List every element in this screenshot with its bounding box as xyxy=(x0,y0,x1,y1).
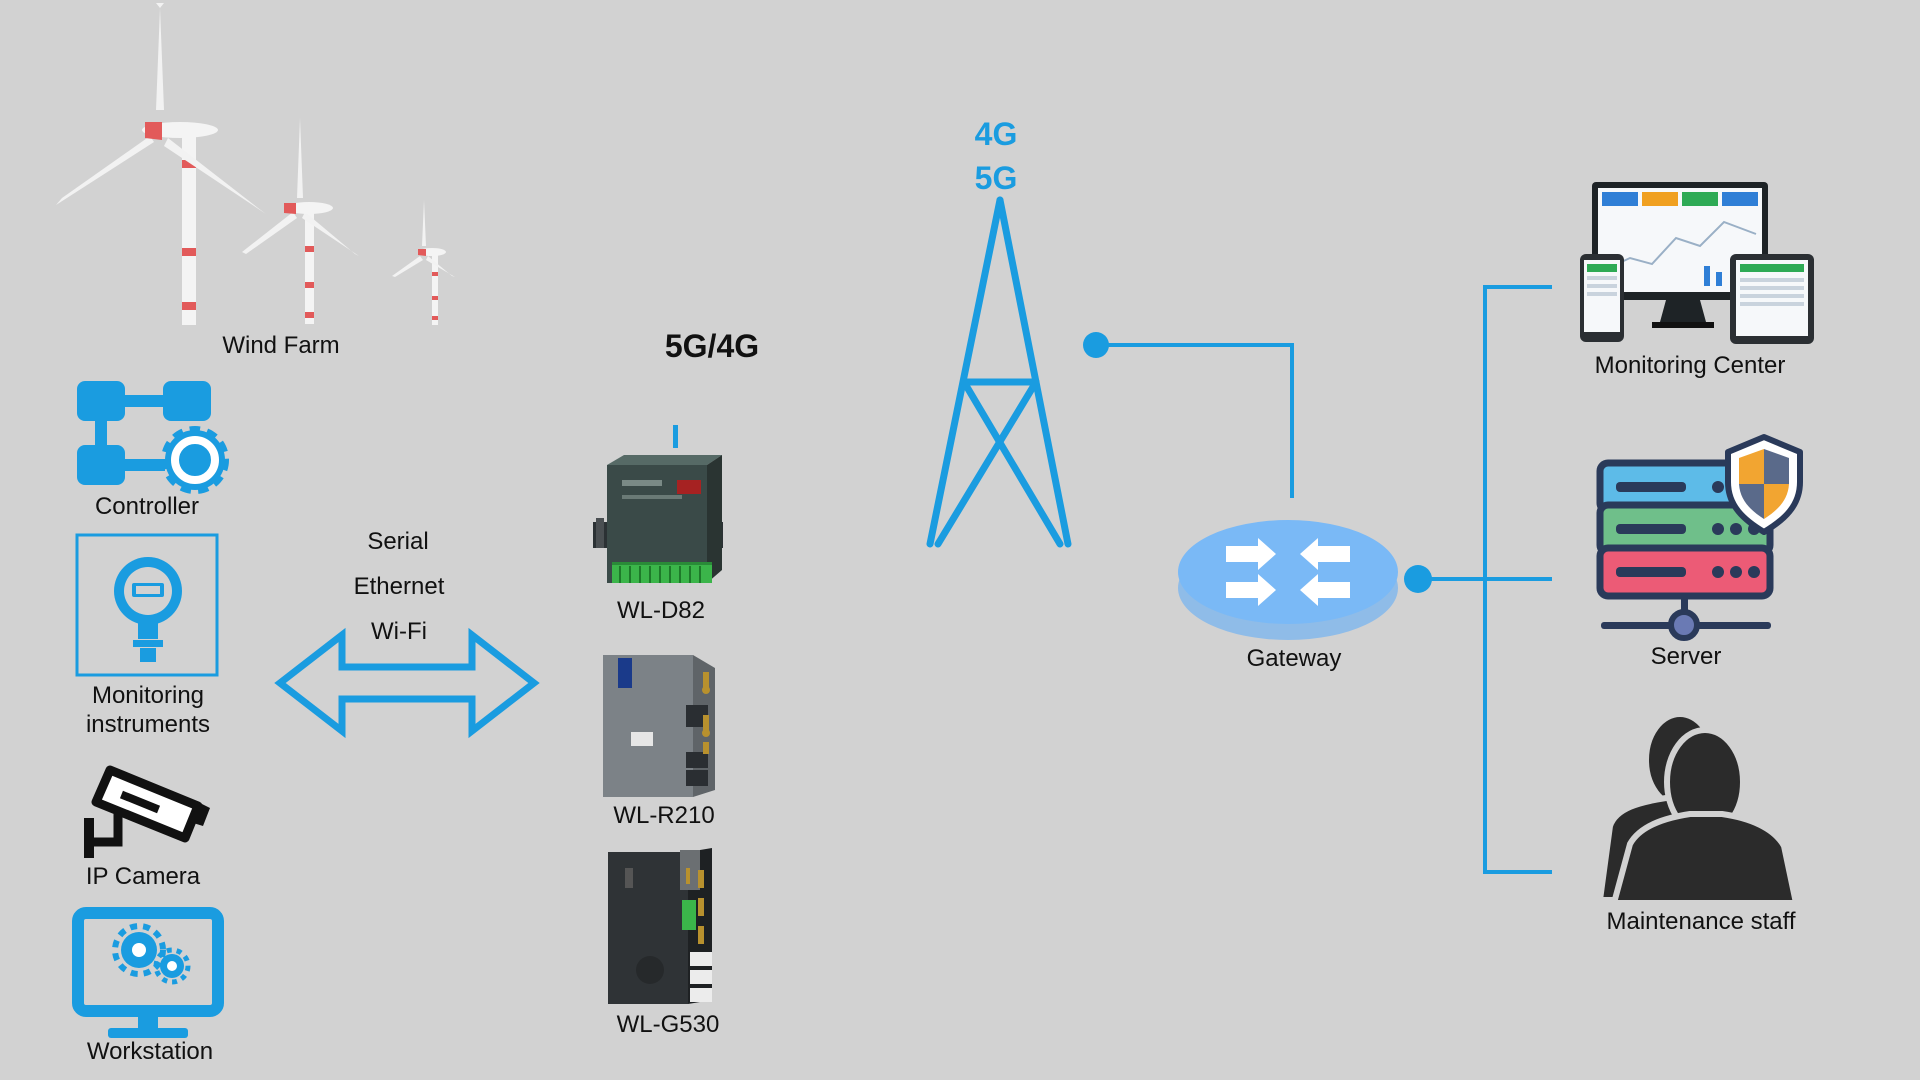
network-4g-label: 4G xyxy=(974,116,1018,152)
gateway-label: Gateway xyxy=(1246,645,1342,672)
dashboard-devices-icon xyxy=(1580,182,1814,344)
ip-camera-label: IP Camera xyxy=(85,863,201,890)
wind-farm-label: Wind Farm xyxy=(222,332,340,359)
monitoring-instruments-label: Monitoring instruments xyxy=(85,682,211,738)
cell-tower-icon xyxy=(926,196,1072,548)
controller-icon xyxy=(77,381,229,494)
server-label: Server xyxy=(1650,643,1722,670)
gateway-bus-link xyxy=(1404,565,1483,593)
uplink-label: 5G/4G xyxy=(664,328,760,364)
router-device-icon xyxy=(593,425,723,583)
ip-camera-icon xyxy=(84,765,210,858)
wl-d82-label: WL-D82 xyxy=(616,597,706,624)
ethernet-label: Ethernet xyxy=(353,573,445,600)
network-5g-label: 5G xyxy=(974,160,1018,196)
people-icon xyxy=(1596,711,1800,906)
router-device-icon xyxy=(608,848,712,1004)
wl-r210-label: WL-R210 xyxy=(613,802,715,829)
shield-icon xyxy=(1725,434,1803,535)
workstation-label: Workstation xyxy=(86,1038,214,1065)
router-device-icon xyxy=(603,655,715,797)
workstation-monitor-icon xyxy=(72,907,224,1038)
double-arrow-icon xyxy=(274,627,540,739)
wl-g530-label: WL-G530 xyxy=(616,1011,720,1038)
maintenance-staff-label: Maintenance staff xyxy=(1606,908,1796,935)
controller-label: Controller xyxy=(94,493,200,520)
wind-turbine-icon xyxy=(56,3,455,325)
network-bus xyxy=(1483,285,1552,874)
pressure-gauge-icon xyxy=(75,533,219,677)
tower-gateway-link xyxy=(1083,332,1294,498)
wifi-label: Wi-Fi xyxy=(371,618,427,645)
serial-label: Serial xyxy=(367,528,429,555)
monitoring-center-label: Monitoring Center xyxy=(1594,352,1786,379)
gateway-switch-icon xyxy=(1178,520,1398,640)
